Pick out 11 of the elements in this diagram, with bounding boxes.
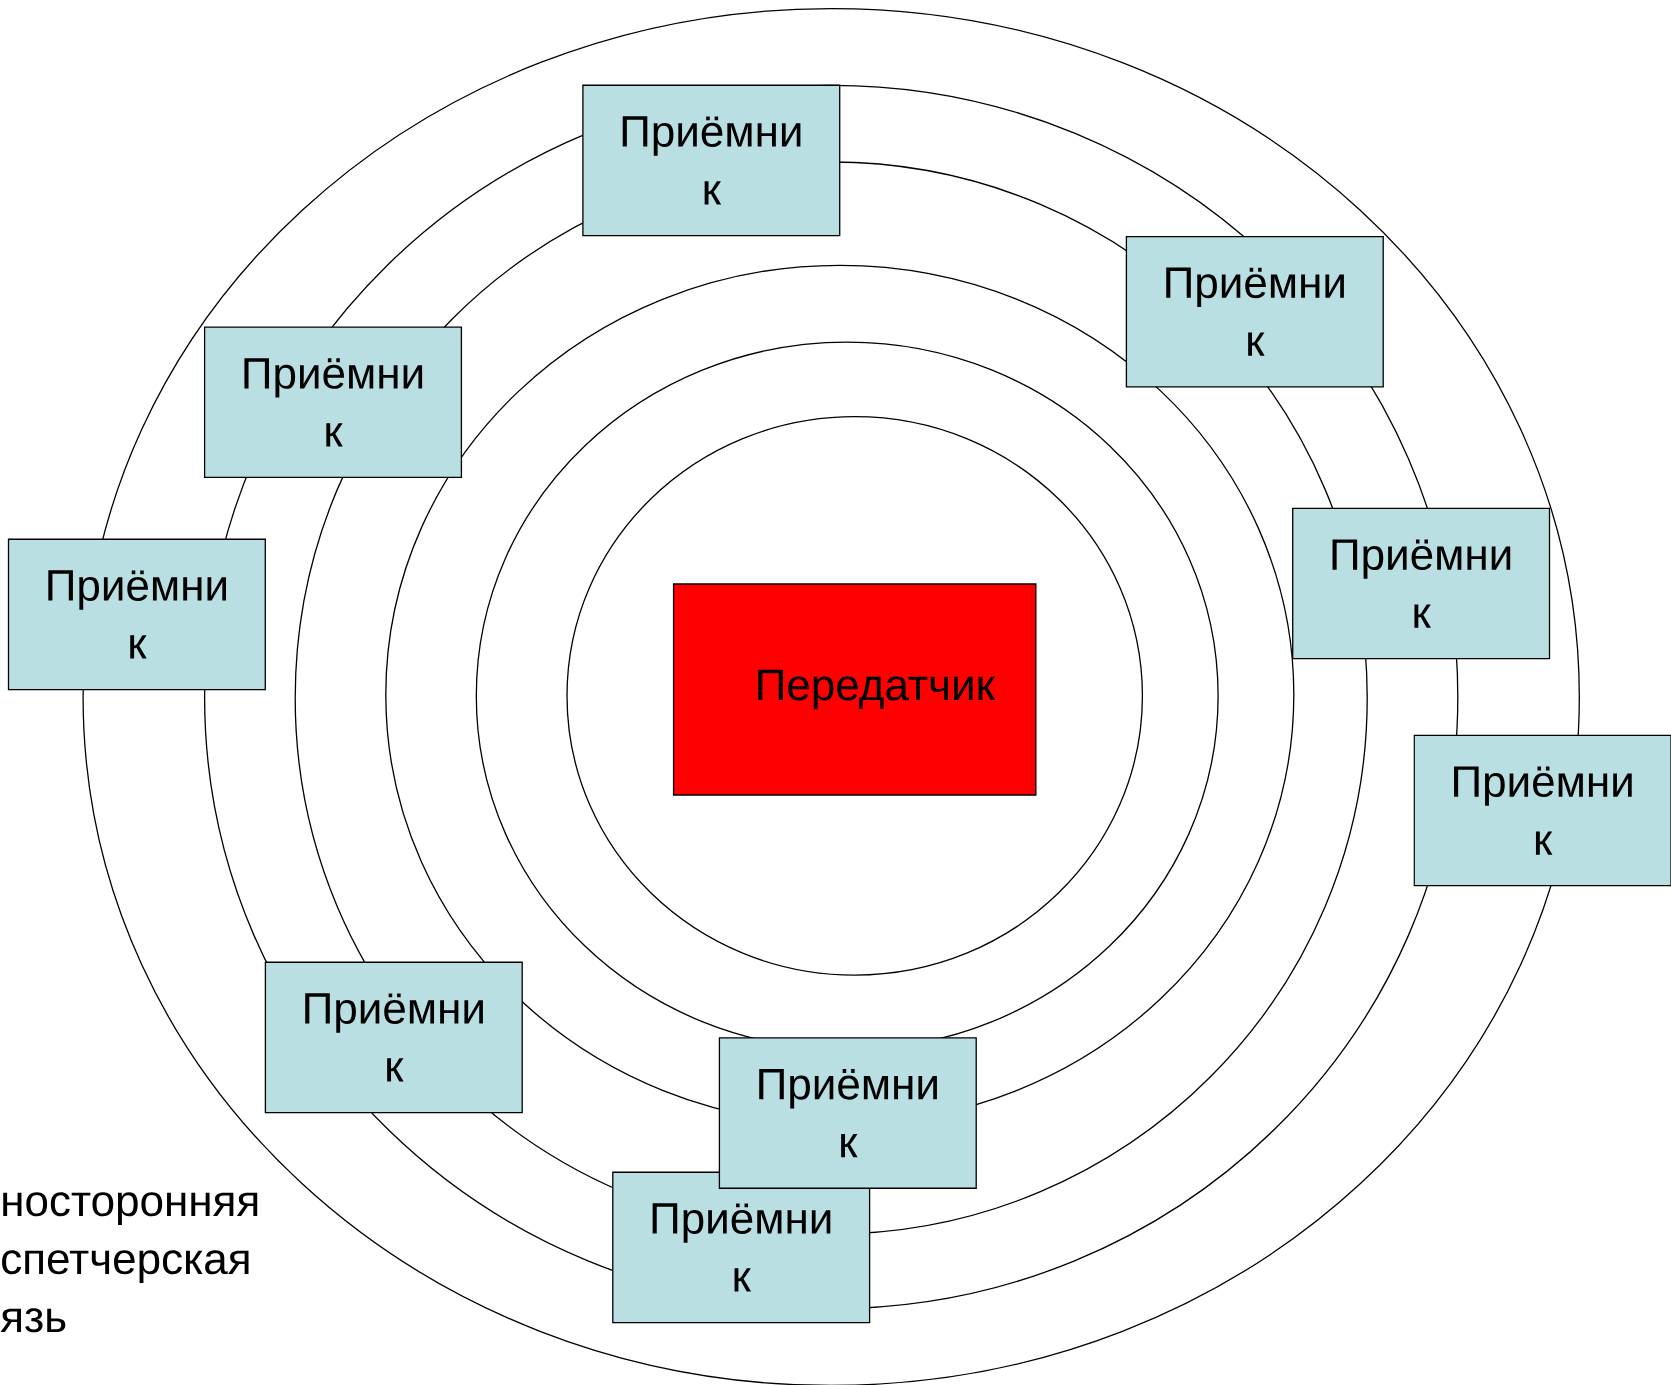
receiver-box: Приёмни к bbox=[718, 1037, 977, 1189]
receiver-box: Приёмни к bbox=[264, 961, 523, 1114]
receiver-box: Приёмни к bbox=[1125, 235, 1384, 388]
transmitter-box: Передатчик bbox=[672, 583, 1037, 796]
receiver-box: Приёмни к bbox=[582, 84, 841, 237]
receiver-box: Приёмни к bbox=[612, 1171, 871, 1324]
receiver-box: Приёмни к bbox=[1413, 734, 1671, 887]
caption-text: носторонняя спетчерская язь bbox=[0, 1192, 258, 1333]
receiver-box: Приёмни к bbox=[203, 326, 463, 479]
receiver-box: Приёмни к bbox=[1292, 507, 1551, 660]
receiver-box: Приёмни к bbox=[7, 538, 266, 691]
